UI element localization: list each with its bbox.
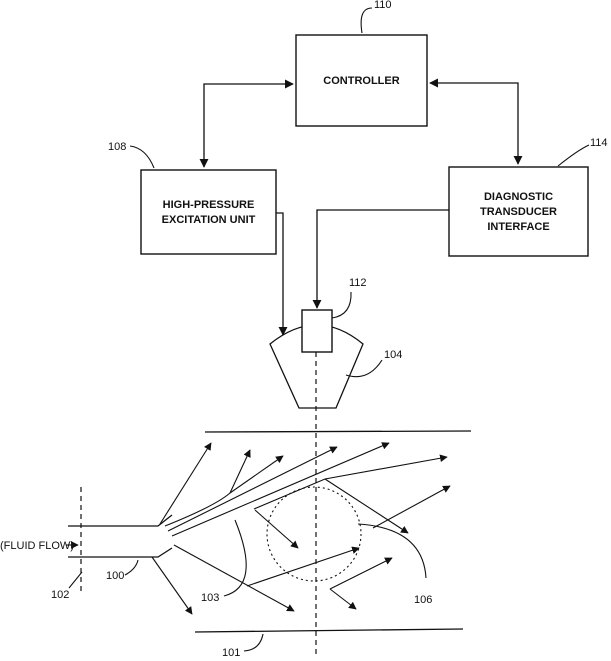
vessel-wall-bottom [195, 629, 463, 632]
svg-text:110: 110 [374, 0, 392, 11]
svg-text:101: 101 [222, 647, 240, 656]
reference-103: 103 [201, 520, 246, 604]
svg-text:112: 112 [349, 277, 367, 289]
excitation-unit-block: HIGH-PRESSURE EXCITATION UNIT [141, 170, 276, 254]
reference-106: 106 [358, 524, 432, 606]
inlet-tube [68, 515, 172, 557]
excitation-to-transducer-link [276, 213, 283, 335]
vessel-wall-top [205, 431, 471, 432]
diagnostic-transducer [302, 310, 332, 352]
excitation-label-line1: HIGH-PRESSURE [163, 199, 255, 211]
diagnostic-interface-block: DIAGNOSTIC TRANSDUCER INTERFACE [449, 167, 588, 256]
excitation-label-line2: EXCITATION UNIT [162, 214, 256, 226]
controller-diagnostic-link [430, 83, 518, 164]
reference-114: 114 [558, 137, 608, 166]
flow-arrows [152, 443, 450, 614]
diagnostic-label-line2: TRANSDUCER [480, 206, 557, 218]
focal-region-circle [267, 487, 361, 581]
fluid-flow-label: (FLUID FLOW) [0, 540, 74, 552]
diagnostic-to-transducer-link [317, 210, 449, 308]
diagnostic-label-line3: INTERFACE [487, 221, 549, 233]
reference-112: 112 [332, 277, 367, 318]
reference-101: 101 [222, 634, 263, 656]
svg-text:100: 100 [106, 570, 124, 582]
svg-text:104: 104 [384, 349, 402, 361]
svg-text:108: 108 [108, 141, 126, 153]
reference-108: 108 [108, 141, 154, 168]
svg-text:102: 102 [51, 589, 69, 601]
controller-excitation-link [204, 84, 293, 167]
reference-110: 110 [361, 0, 391, 33]
svg-text:103: 103 [201, 592, 219, 604]
controller-label: CONTROLLER [323, 75, 399, 87]
reference-102: 102 [51, 572, 82, 601]
controller-block: CONTROLLER [296, 35, 427, 126]
svg-text:106: 106 [414, 594, 432, 606]
reference-100: 100 [106, 560, 138, 582]
diagnostic-label-line1: DIAGNOSTIC [484, 191, 553, 203]
svg-text:114: 114 [590, 137, 608, 149]
